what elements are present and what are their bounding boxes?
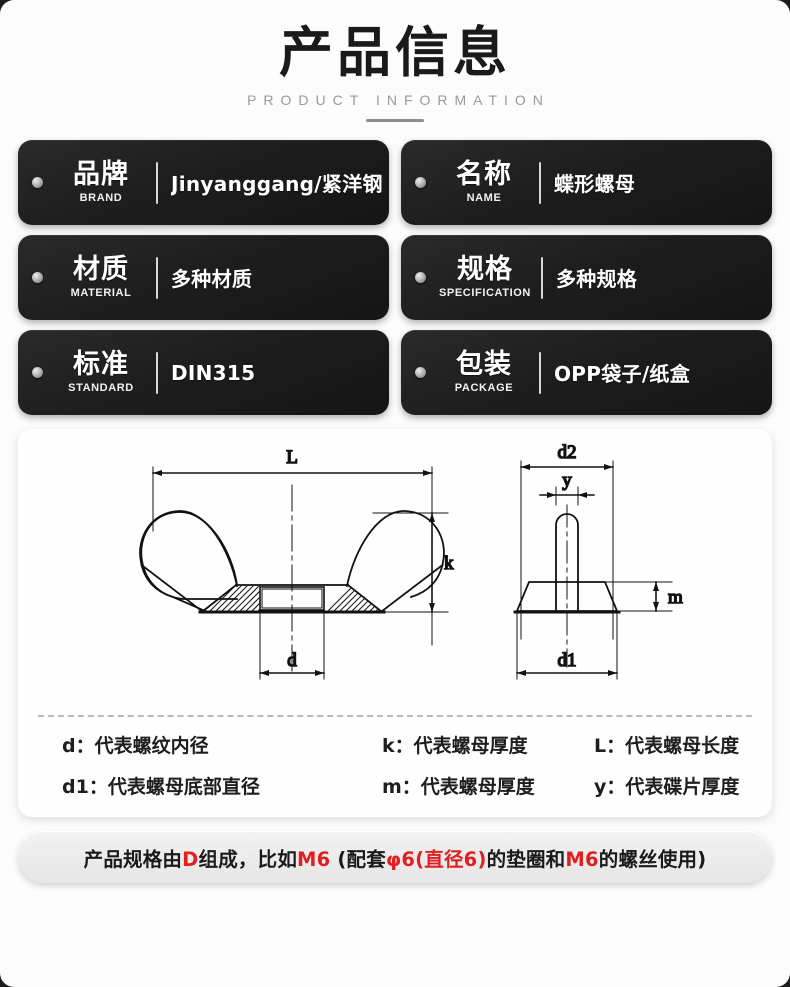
note-part-3: (配套 <box>330 847 386 871</box>
spec-note-text: 产品规格由D组成，比如M6 (配套φ6(直径6)的垫圈和M6的螺丝使用) <box>84 843 707 872</box>
spec-card-value: 多种规格 <box>555 267 638 292</box>
legend-item-m: m：代表螺母厚度 <box>382 776 535 799</box>
spec-card-key-en: STANDARD <box>68 381 134 394</box>
bullet-dot-icon <box>32 367 43 379</box>
card-divider <box>539 161 541 204</box>
legend-item-y: y：代表碟片厚度 <box>594 776 740 799</box>
spec-card-grid: 品牌 BRAND Jinyanggang/紧洋钢 名称 NAME 蝶形螺母 材质… <box>0 122 790 416</box>
spec-card-value: OPP袋子/纸盒 <box>554 362 691 387</box>
spec-card-value: Jinyanggang/紧洋钢 <box>171 172 383 197</box>
bullet-dot-icon <box>415 177 426 189</box>
spec-card-key-en: BRAND <box>79 191 123 204</box>
wing-nut-technical-drawing: L <box>139 441 684 680</box>
bullet-dot-icon <box>32 177 43 189</box>
card-divider <box>156 161 158 204</box>
card-divider <box>539 351 541 394</box>
technical-drawing-panel: L <box>18 429 772 818</box>
legend-row: d：代表螺纹内径 k：代表螺母厚度 L：代表螺母长度 <box>38 731 752 758</box>
card-divider <box>156 351 158 394</box>
dimension-label-d2: d2 <box>558 442 577 463</box>
bullet-dot-icon <box>415 272 426 284</box>
spec-card-key: 品牌 BRAND <box>56 159 152 204</box>
note-highlight-m6-first: M6 <box>297 847 331 871</box>
dimension-label-y: y <box>562 470 572 491</box>
spec-card-key-en: PACKAGE <box>454 381 514 394</box>
note-highlight-m6-second: M6 <box>565 847 599 871</box>
spec-card-key-cn: 标准 <box>73 349 129 381</box>
spec-card-package: 包装 PACKAGE OPP袋子/纸盒 <box>401 330 772 416</box>
dimension-label-m: m <box>668 587 683 608</box>
note-highlight-d: D <box>182 847 199 871</box>
spec-card-key: 材质 MATERIAL <box>56 254 152 299</box>
header-divider <box>366 119 424 123</box>
dimension-label-d1: d1 <box>558 650 577 671</box>
legend-row: d1：代表螺母底部直径 m：代表螺母厚度 y：代表碟片厚度 <box>38 772 752 799</box>
bullet-dot-icon <box>32 272 43 284</box>
note-part-2: 组成，比如 <box>198 847 298 871</box>
dimension-label-L: L <box>286 447 298 468</box>
page-subtitle: PRODUCT INFORMATION <box>247 92 550 109</box>
spec-card-key: 名称 NAME <box>439 159 535 204</box>
legend-item-L: L：代表螺母长度 <box>594 735 740 758</box>
spec-card-value: 多种材质 <box>171 267 253 292</box>
legend-item-d1: d1：代表螺母底部直径 <box>62 776 260 799</box>
spec-card-key-en: NAME <box>466 191 502 204</box>
legend-item-k: k：代表螺母厚度 <box>382 735 528 758</box>
spec-card-value: 蝶形螺母 <box>554 172 636 197</box>
spec-card-key-cn: 包装 <box>456 349 512 381</box>
spec-card-key-en: MATERIAL <box>70 286 132 299</box>
note-part-5: 的螺丝使用) <box>598 847 707 871</box>
spec-card-specification: 规格 SPECIFICATION 多种规格 <box>401 235 772 321</box>
spec-card-key: 标准 STANDARD <box>56 349 152 394</box>
spec-card-value: DIN315 <box>171 360 256 385</box>
note-part-1: 产品规格由 <box>83 847 183 871</box>
spec-note-banner: 产品规格由D组成，比如M6 (配套φ6(直径6)的垫圈和M6的螺丝使用) <box>18 831 772 884</box>
spec-card-key-en: SPECIFICATION <box>439 286 531 299</box>
spec-card-key-cn: 名称 <box>456 159 512 191</box>
spec-card-brand: 品牌 BRAND Jinyanggang/紧洋钢 <box>18 140 389 226</box>
spec-card-key: 规格 SPECIFICATION <box>439 254 537 299</box>
page-title: 产品信息 <box>279 21 511 84</box>
panel-dashed-divider <box>38 715 752 718</box>
spec-card-key: 包装 PACKAGE <box>439 349 535 394</box>
card-divider <box>540 256 543 299</box>
dimension-label-d: d <box>287 650 297 671</box>
spec-card-key-cn: 规格 <box>456 254 513 286</box>
spec-card-material: 材质 MATERIAL 多种材质 <box>18 235 389 321</box>
spec-card-key-cn: 品牌 <box>73 159 129 191</box>
spec-card-key-cn: 材质 <box>73 254 129 286</box>
spec-card-name: 名称 NAME 蝶形螺母 <box>401 140 772 226</box>
dimension-legend: d：代表螺纹内径 k：代表螺母厚度 L：代表螺母长度 d1：代表螺母底部直径 m… <box>32 717 758 801</box>
card-divider <box>156 256 158 299</box>
dimension-label-k: k <box>444 553 454 574</box>
page-header: 产品信息 PRODUCT INFORMATION <box>0 0 790 123</box>
note-part-4: 的垫圈和 <box>486 847 566 871</box>
legend-item-d: d：代表螺纹内径 <box>62 735 209 758</box>
spec-card-standard: 标准 STANDARD DIN315 <box>18 330 389 416</box>
bullet-dot-icon <box>415 367 426 379</box>
note-highlight-phi6: φ6(直径6) <box>385 847 487 871</box>
